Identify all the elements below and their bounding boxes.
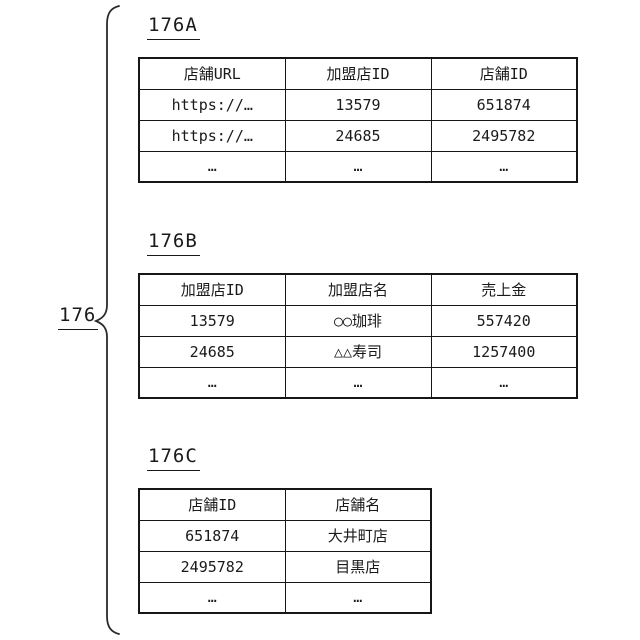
table-cell: 557420 [430,304,578,337]
table-cell: … [284,150,432,183]
column-header: 売上金 [430,273,578,306]
table-header-row: 店舗ID 店舗名 [138,488,432,521]
left-curly-brace [93,5,120,635]
table-176a-label: 176A [147,14,200,40]
table-cell: 651874 [138,519,286,552]
table-cell: … [138,150,286,183]
table-header-row: 加盟店ID 加盟店名 売上金 [138,273,578,306]
store-table: 店舗ID 店舗名 651874 大井町店 2495782 目黒店 … … [138,488,432,614]
table-cell: https://… [138,119,286,152]
table-176b-label: 176B [147,230,200,256]
table-row: … … [138,581,432,614]
store-url-table: 店舗URL 加盟店ID 店舗ID https://… 13579 651874 … [138,57,578,183]
column-header: 加盟店ID [284,57,432,90]
table-section-176b: 176B 加盟店ID 加盟店名 売上金 13579 ○○珈琲 557420 24… [138,230,578,399]
table-row: 13579 ○○珈琲 557420 [138,304,578,337]
table-cell: 24685 [284,119,432,152]
table-176c-label: 176C [147,445,200,471]
table-row: … … … [138,150,578,183]
table-cell: 24685 [138,335,286,368]
table-cell: … [284,366,432,399]
table-cell: 651874 [430,88,578,121]
group-reference-label: 176 [58,304,99,330]
table-cell: … [430,366,578,399]
table-header-row: 店舗URL 加盟店ID 店舗ID [138,57,578,90]
table-cell: … [430,150,578,183]
table-row: https://… 13579 651874 [138,88,578,121]
table-cell: … [284,581,432,614]
column-header: 店舗名 [284,488,432,521]
table-cell: 目黒店 [284,550,432,583]
table-row: 24685 △△寿司 1257400 [138,335,578,368]
table-cell: https://… [138,88,286,121]
column-header: 加盟店名 [284,273,432,306]
merchant-table: 加盟店ID 加盟店名 売上金 13579 ○○珈琲 557420 24685 △… [138,273,578,399]
column-header: 加盟店ID [138,273,286,306]
table-cell: 2495782 [138,550,286,583]
column-header: 店舗ID [138,488,286,521]
table-section-176c: 176C 店舗ID 店舗名 651874 大井町店 2495782 目黒店 … [138,445,432,614]
table-section-176a: 176A 店舗URL 加盟店ID 店舗ID https://… 13579 65… [138,14,578,183]
table-row: 2495782 目黒店 [138,550,432,583]
table-cell: … [138,366,286,399]
table-cell: 1257400 [430,335,578,368]
table-cell: 大井町店 [284,519,432,552]
table-cell: 2495782 [430,119,578,152]
table-cell: 13579 [284,88,432,121]
column-header: 店舗ID [430,57,578,90]
table-cell: △△寿司 [284,335,432,368]
table-cell: 13579 [138,304,286,337]
table-row: 651874 大井町店 [138,519,432,552]
table-cell: … [138,581,286,614]
table-row: https://… 24685 2495782 [138,119,578,152]
column-header: 店舗URL [138,57,286,90]
table-cell: ○○珈琲 [284,304,432,337]
table-row: … … … [138,366,578,399]
